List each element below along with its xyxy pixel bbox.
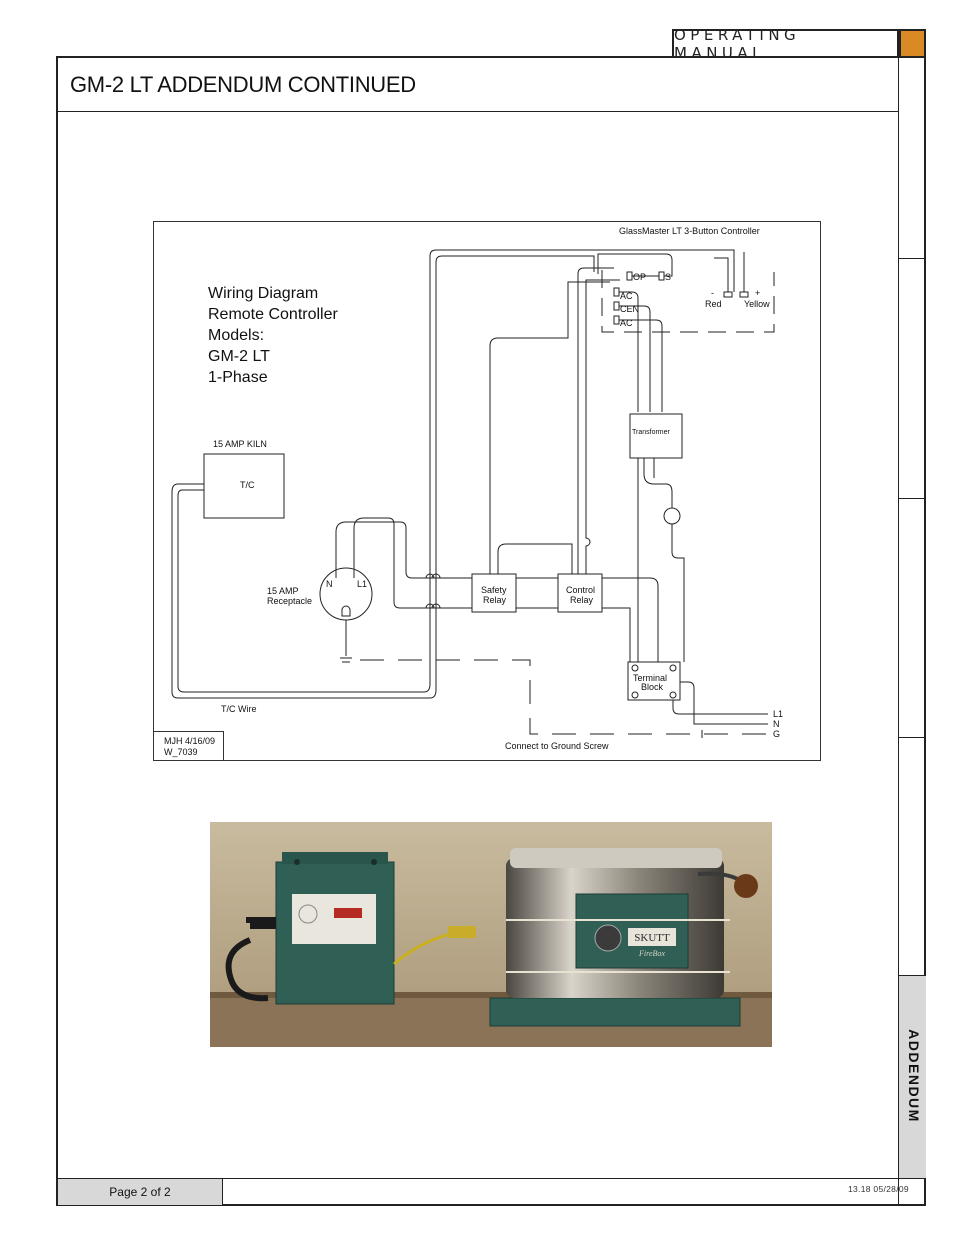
red-label: Red	[705, 299, 722, 309]
revision-stamp: 13.18 05/28/09	[848, 1184, 909, 1194]
side-divider	[898, 258, 925, 259]
title-row: GM-2 LT ADDENDUM CONTINUED	[58, 58, 898, 112]
drawn-by: MJH 4/16/09	[164, 736, 216, 746]
safety-relay-label: Relay	[483, 595, 507, 605]
side-divider	[898, 737, 925, 738]
ac-label: AC	[620, 318, 633, 328]
footer-divider	[58, 1178, 926, 1179]
controller-label: GlassMaster LT 3-Button Controller	[619, 226, 760, 236]
minus-label: -	[711, 288, 714, 298]
l1-label: L1	[773, 709, 784, 719]
addendum-tab[interactable]	[898, 975, 926, 1179]
n-label: N	[773, 719, 780, 729]
product-photo: SKUTT FireBox	[210, 822, 772, 1047]
page-number: Page 2 of 2	[109, 1185, 171, 1199]
diagram-title-line: Models:	[208, 327, 265, 344]
kiln-label: 15 AMP KILN	[213, 439, 267, 449]
receptacle-label: 15 AMP	[267, 586, 299, 596]
diagram-title-line: GM-2 LT	[208, 348, 270, 365]
terminal-block	[627, 661, 681, 701]
wiring-diagram-lines	[171, 249, 775, 738]
kiln-brand-text: SKUTT	[634, 932, 670, 944]
safety-relay	[471, 573, 517, 613]
drawing-stamp: MJH 4/16/09 W_7039	[154, 731, 224, 761]
wiring-diagram: Wiring Diagram Remote Controller Models:…	[153, 221, 821, 761]
tc-wire-label: T/C Wire	[221, 704, 257, 714]
fuse	[663, 507, 681, 525]
ground-screw-label: Connect to Ground Screw	[505, 741, 609, 751]
terminal-block-label: Block	[641, 682, 664, 692]
plus-label: +	[755, 288, 761, 298]
drawing-number: W_7039	[164, 747, 198, 757]
transformer	[629, 413, 683, 459]
page-number-box: Page 2 of 2	[58, 1179, 223, 1205]
side-divider	[898, 498, 925, 499]
addendum-tab-label: ADDENDUM	[906, 1029, 922, 1123]
yellow-label: Yellow	[744, 299, 770, 309]
receptacle-n: N	[326, 579, 333, 589]
receptacle-label: Receptacle	[267, 596, 313, 606]
tc-label: T/C	[240, 480, 255, 490]
diagram-title-line: 1-Phase	[208, 369, 268, 386]
transformer-label: Transformer	[632, 429, 670, 436]
side-column	[898, 58, 926, 1204]
diagram-title-line: Wiring Diagram	[208, 285, 319, 302]
s-label: S	[665, 272, 672, 282]
cen-label: CEN	[620, 304, 640, 314]
diagram-title: Wiring Diagram Remote Controller Models:…	[208, 283, 338, 388]
product-photo-drawing: SKUTT FireBox	[210, 822, 772, 1047]
manual-header: OPERATING MANUAL	[672, 26, 899, 62]
kiln-box	[203, 453, 285, 519]
terminal-block-label: Terminal	[633, 673, 668, 683]
receptacle-outlet	[319, 567, 373, 621]
diagram-title-line: Remote Controller	[208, 306, 338, 323]
safety-relay-label: Safety	[481, 585, 507, 595]
control-relay-label: Control	[566, 585, 596, 595]
receptacle-l1: L1	[357, 579, 368, 589]
ac-label: AC	[620, 291, 633, 301]
control-relay-label: Relay	[570, 595, 594, 605]
page-frame	[56, 56, 926, 1206]
kiln-model-text: FireBox	[638, 949, 665, 958]
header-accent-block	[899, 29, 926, 57]
page-title: GM-2 LT ADDENDUM CONTINUED	[70, 72, 416, 97]
control-relay	[557, 573, 603, 613]
g-label: G	[773, 729, 781, 739]
op-label: OP	[633, 272, 647, 282]
